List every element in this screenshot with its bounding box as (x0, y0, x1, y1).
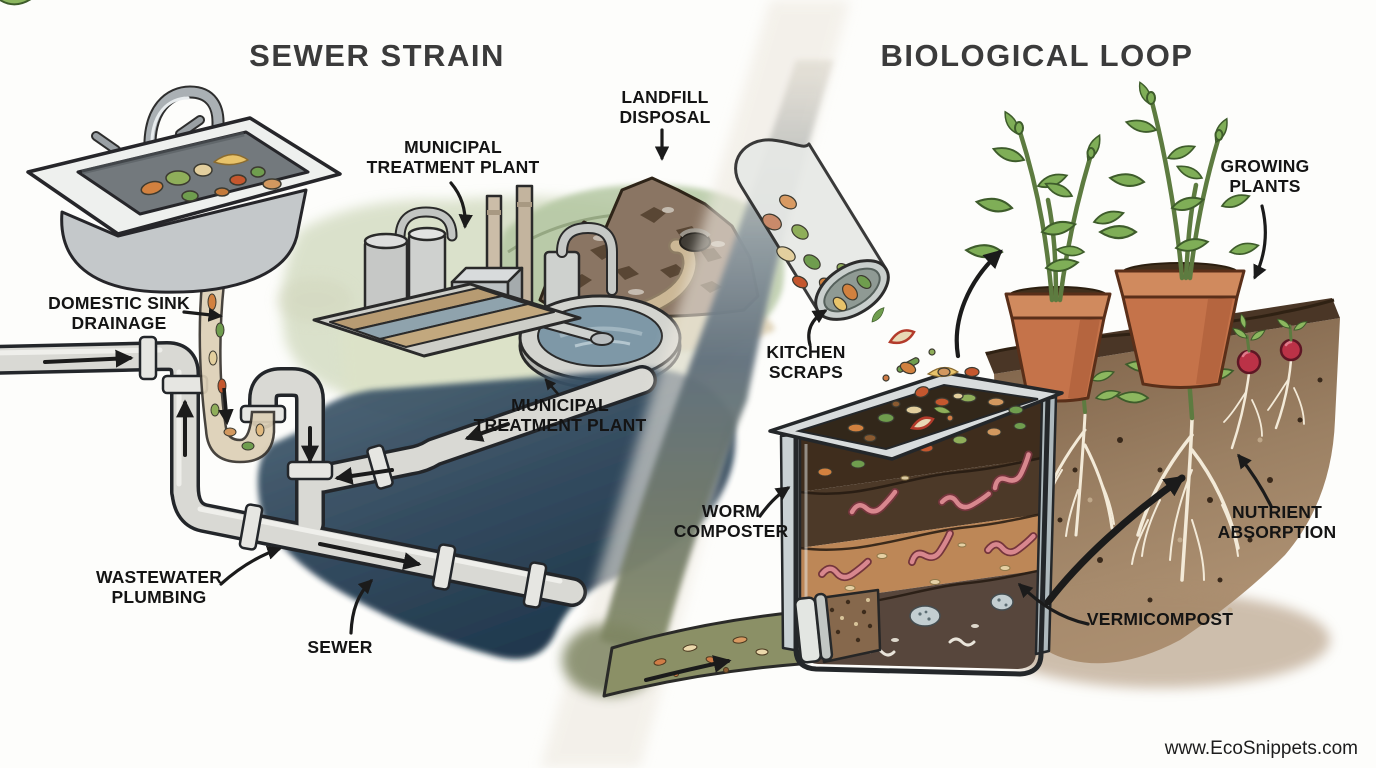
website-url: www.EcoSnippets.com (1164, 738, 1358, 759)
label-kitchen-scraps: KITCHEN SCRAPS (766, 342, 846, 382)
label-sewer: SEWER (307, 637, 373, 657)
label-domestic-sink-drainage: DOMESTIC SINK DRAINAGE (48, 293, 190, 333)
drain-p-trap (198, 281, 276, 464)
radishes (1223, 313, 1309, 450)
label-growing-plants: GROWING PLANTS (1220, 156, 1310, 196)
pipe-flow-arrows (43, 349, 510, 570)
potted-plant-left (964, 108, 1126, 403)
worm-composter-bin (768, 357, 1064, 677)
bin-inlet (794, 588, 882, 664)
label-nutrient-absorption: NUTRIENT ABSORPTION (1217, 502, 1337, 542)
kitchen-sink (26, 85, 342, 294)
treatment-plant (312, 184, 682, 390)
left-section-title: SEWER STRAIN (249, 38, 505, 73)
label-wastewater-plumbing: WASTEWATER PLUMBING (95, 567, 223, 607)
potted-plant-right (1098, 79, 1260, 389)
falling-scraps (868, 305, 964, 430)
annotation-arrows (182, 128, 1273, 635)
label-municipal-treatment-plant-upper: MUNICIPAL TREATMENT PLANT (366, 137, 540, 177)
label-worm-composter: WORM COMPOSTER (673, 501, 789, 541)
right-section-title: BIOLOGICAL LOOP (880, 38, 1194, 73)
sink-food-scraps (140, 153, 282, 202)
wastewater-pipes (0, 335, 657, 609)
kitchen-scraps-container (734, 138, 890, 321)
sewer-water-wash (257, 368, 736, 659)
label-vermicompost: VERMICOMPOST (1086, 609, 1234, 629)
label-landfill-disposal: LANDFILL DISPOSAL (619, 87, 711, 127)
label-municipal-treatment-plant-lower: MUNICIPAL TREATMENT PLANT (473, 395, 647, 435)
